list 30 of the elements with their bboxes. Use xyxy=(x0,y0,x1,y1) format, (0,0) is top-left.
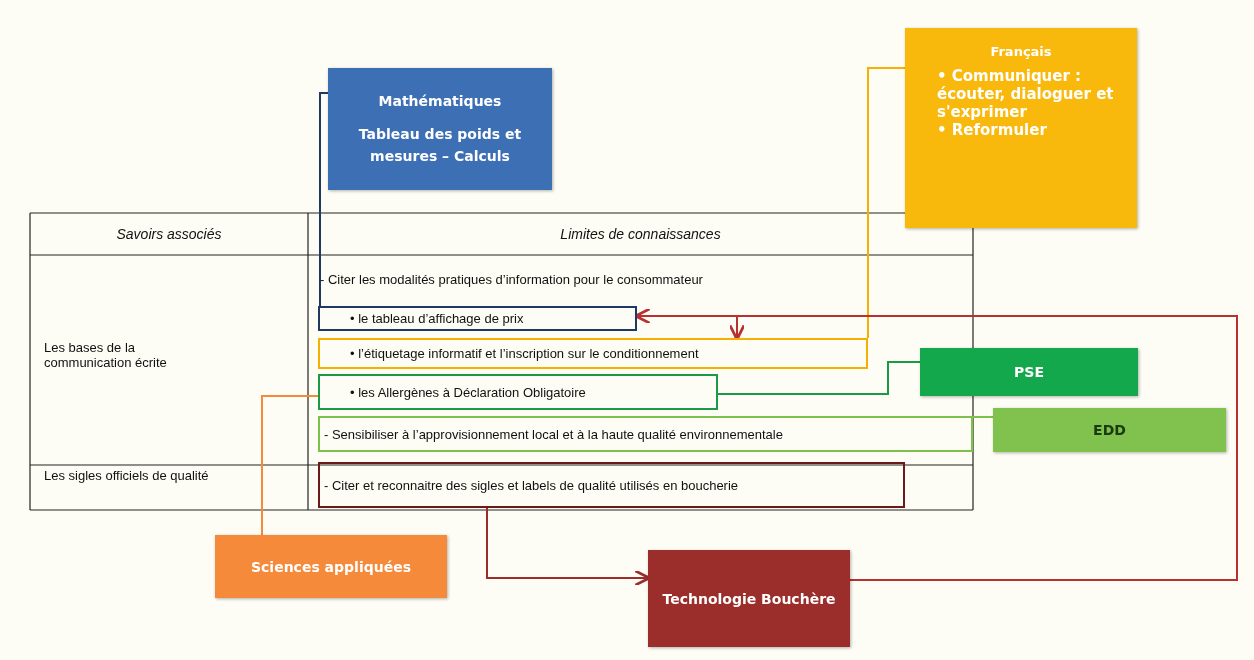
connector xyxy=(728,315,1238,581)
subject-box xyxy=(328,68,552,190)
subject-box: EDD xyxy=(993,408,1226,452)
subject-box xyxy=(905,28,1137,228)
connector xyxy=(717,361,921,395)
row-heading: Les bases de la communication écrite xyxy=(44,340,168,370)
bullet-item: • le tableau d’affichage de prix xyxy=(350,311,525,326)
outlined-box xyxy=(318,338,868,369)
box-text: Tableau des poids et mesures – Calculs xyxy=(357,124,523,167)
row-heading: Les sigles officiels de qualité xyxy=(44,468,210,483)
connector xyxy=(867,67,906,339)
body-text: - Citer les modalités pratiques d’information pour le consommateur xyxy=(320,272,704,287)
outlined-box: - Citer et reconnaitre des sigles et labels de qualité utilisés en boucherie xyxy=(318,462,905,508)
outlined-box: - Sensibiliser à l’approvisionnement local et à la haute qualité environnementale xyxy=(318,416,973,452)
box-title: Français xyxy=(990,44,1052,59)
subject-box: Technologie Bouchère xyxy=(648,550,850,647)
outlined-box xyxy=(318,306,637,331)
bullet-item: • les Allergènes à Déclaration Obligatoire xyxy=(350,384,587,400)
bullet-item: • l’étiquetage informatif et l’inscription sur le conditionnement xyxy=(350,346,700,361)
subject-box: PSE xyxy=(920,348,1138,396)
connector xyxy=(261,395,319,536)
column-heading: Limites de connaissances xyxy=(559,225,722,244)
column-heading: Savoirs associés xyxy=(115,225,223,244)
subject-box: Sciences appliquées xyxy=(215,535,447,598)
bullet-item: • Reformuler xyxy=(937,121,1048,139)
box-title: Mathématiques xyxy=(377,92,503,112)
bullet-item: • Communiquer : écouter, dialoguer et s'exprimer xyxy=(937,67,1115,121)
connector xyxy=(972,416,994,418)
connector xyxy=(319,92,329,307)
outlined-box xyxy=(318,374,718,410)
